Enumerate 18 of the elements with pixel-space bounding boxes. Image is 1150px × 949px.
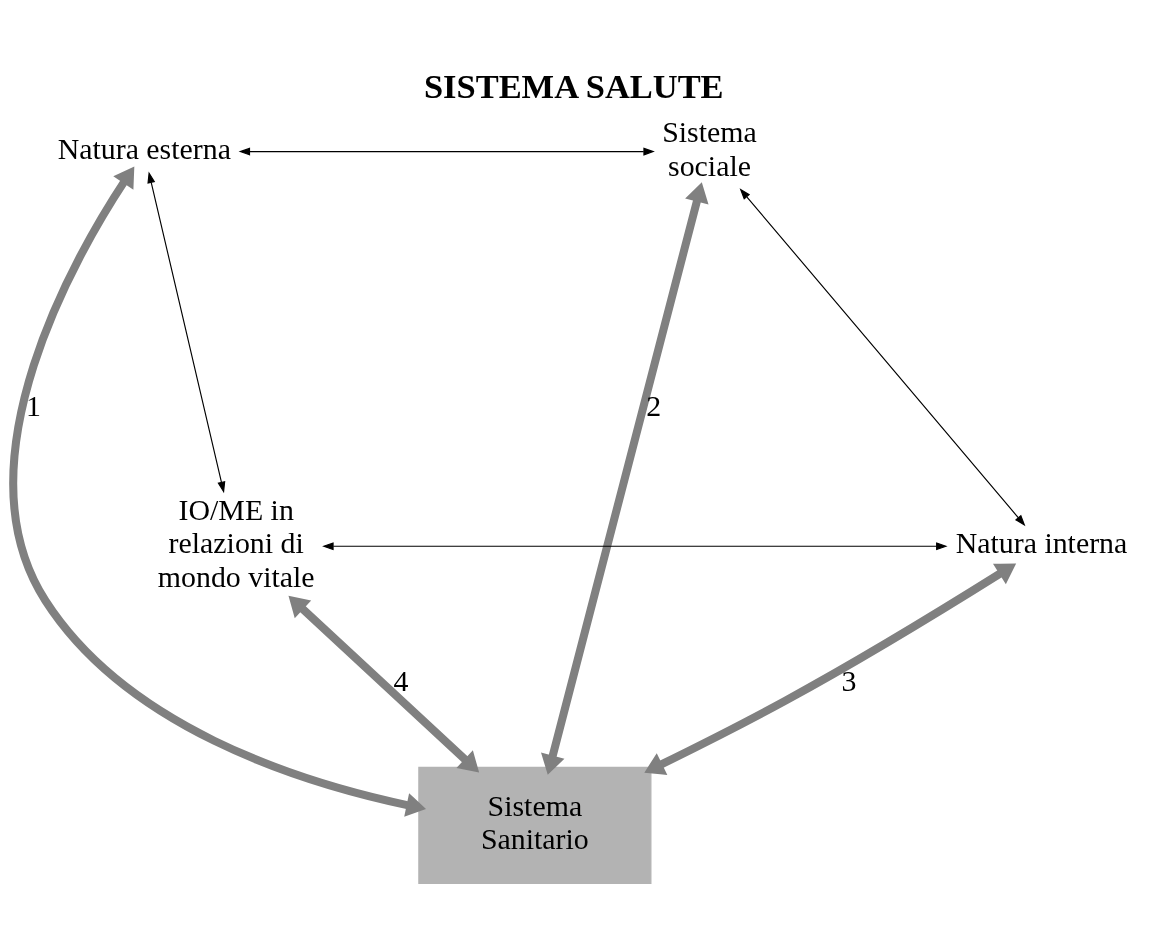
node-box: Sistema Sanitario: [418, 766, 652, 884]
node-text: Natura interna: [955, 525, 1128, 559]
arrow: [288, 595, 480, 773]
arrow: [147, 171, 226, 493]
arrow: [238, 147, 655, 156]
node-text: Natura esterna: [57, 131, 231, 165]
arrow: [9, 166, 426, 817]
arrow: [739, 187, 1026, 526]
edge-label: 1: [25, 388, 41, 422]
edge-label: 3: [841, 663, 857, 697]
edge-label: 2: [646, 388, 662, 422]
node-text: Sistema sociale: [662, 114, 757, 181]
diagram-title: SISTEMA SALUTE: [423, 66, 724, 105]
arrow: [322, 541, 948, 550]
edge-label: 4: [393, 663, 409, 697]
arrow: [541, 181, 709, 775]
node-text: IO/ME in relazioni di mondo vitale: [157, 492, 315, 593]
arrow: [644, 563, 1017, 775]
